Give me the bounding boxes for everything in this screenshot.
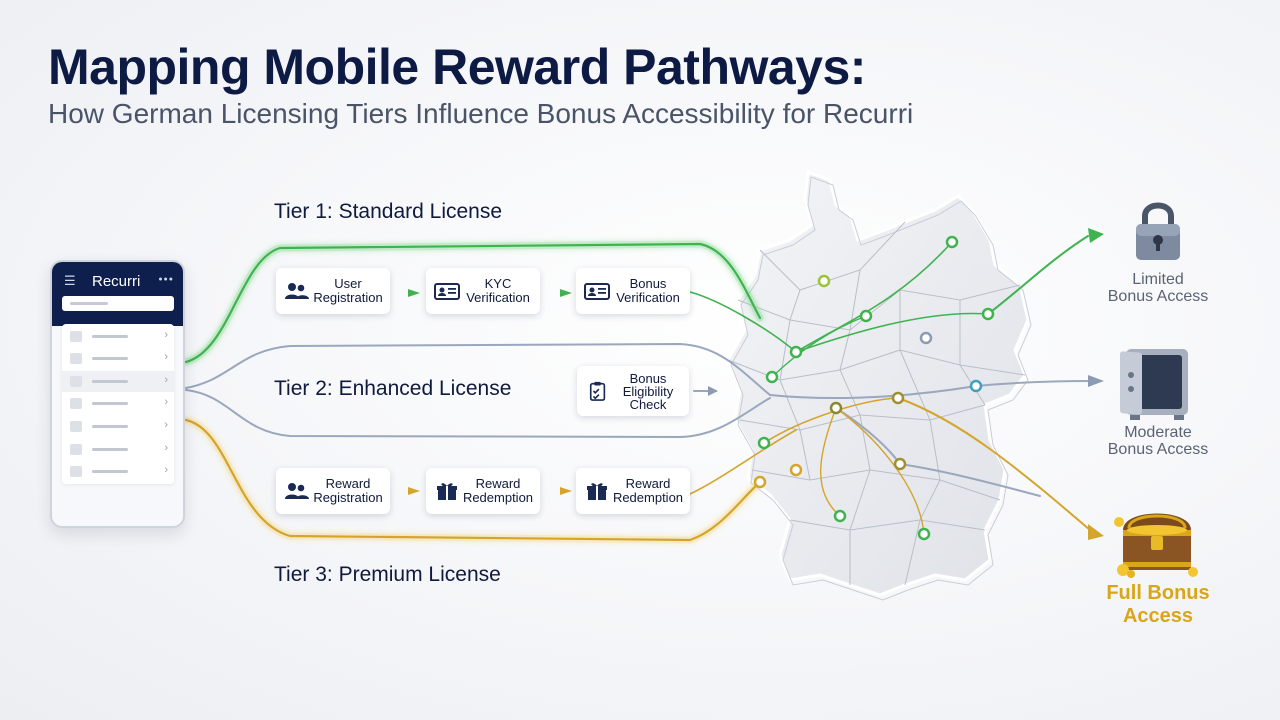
hamburger-icon[interactable]: ☰ <box>64 273 76 288</box>
step-label: Check <box>629 396 667 412</box>
outcome-line: Bonus Access <box>1107 288 1209 305</box>
clipboard-check-icon <box>589 381 606 401</box>
treasure-chest-icon <box>1114 513 1198 578</box>
step-label: Reward <box>625 476 671 491</box>
list-item[interactable]: › <box>62 393 174 414</box>
tier1-arrows <box>408 228 1104 297</box>
chevron-right-icon: › <box>164 328 168 341</box>
tier2-flow-lines <box>185 342 1091 497</box>
phone-list: › › › › › › › <box>62 324 174 484</box>
phone-mockup: ☰ Recurri ●●● › › › › › › › <box>50 260 185 528</box>
tier3-arrows <box>408 487 1104 540</box>
chevron-right-icon: › <box>164 396 168 409</box>
page-title: Mapping Mobile Reward Pathways: <box>48 39 866 95</box>
list-item[interactable]: › <box>62 348 174 369</box>
tier3-flow-lines <box>182 397 1091 544</box>
step-label: Eligibility <box>622 383 674 399</box>
padlock-icon <box>1136 202 1180 260</box>
step-label: KYC <box>484 276 512 291</box>
step-label: Reward <box>475 476 521 491</box>
tier1-label: Tier 1: Standard License <box>274 200 503 223</box>
users-icon <box>285 283 309 299</box>
step-label: Registration <box>313 490 383 505</box>
tier3-label: Tier 3: Premium License <box>274 563 501 586</box>
gift-icon <box>437 483 457 500</box>
id-card-icon <box>434 283 460 300</box>
step-label: Reward <box>325 476 371 491</box>
step-label: Bonus <box>629 370 667 386</box>
outcome-line: Bonus Access <box>1107 441 1209 458</box>
step-label: User <box>334 276 362 291</box>
outcome-line: Full Bonus <box>1106 582 1210 604</box>
step-label: Registration <box>313 290 383 305</box>
tier2-arrows <box>708 375 1104 396</box>
safe-icon <box>1120 349 1188 420</box>
gift-icon <box>587 483 607 500</box>
list-item[interactable]: › <box>62 439 174 460</box>
list-item[interactable]: › <box>62 461 174 482</box>
chevron-right-icon: › <box>164 464 168 477</box>
chevron-right-icon: › <box>164 351 168 364</box>
chevron-right-icon: › <box>164 373 168 386</box>
step-label: Redemption <box>612 490 684 505</box>
list-item[interactable]: › <box>62 326 174 347</box>
outcome-line: Limited <box>1132 271 1184 288</box>
outcome-line: Access <box>1122 605 1194 627</box>
step-label: Redemption <box>462 490 534 505</box>
users-icon <box>285 483 309 499</box>
step-label: Bonus <box>629 276 667 291</box>
outcome-line: Moderate <box>1124 424 1192 441</box>
list-item[interactable]: › <box>62 416 174 437</box>
germany-map-icon <box>726 169 1032 601</box>
tier2-label: Tier 2: Enhanced License <box>274 377 512 400</box>
chevron-right-icon: › <box>164 418 168 431</box>
step-label: Verification <box>616 290 680 305</box>
status-dots-icon: ●●● <box>158 276 174 283</box>
chevron-right-icon: › <box>164 441 168 454</box>
step-label: Verification <box>466 290 530 305</box>
phone-app-name: Recurri <box>92 273 141 290</box>
id-card-icon <box>584 283 610 300</box>
page-subtitle: How German Licensing Tiers Influence Bon… <box>48 98 914 129</box>
tier1-flow-lines <box>182 235 1089 378</box>
phone-search-bar[interactable] <box>62 296 174 311</box>
phone-header: ☰ Recurri ●●● <box>52 262 183 326</box>
map-nodes <box>753 235 995 541</box>
list-item[interactable]: › <box>62 370 174 392</box>
